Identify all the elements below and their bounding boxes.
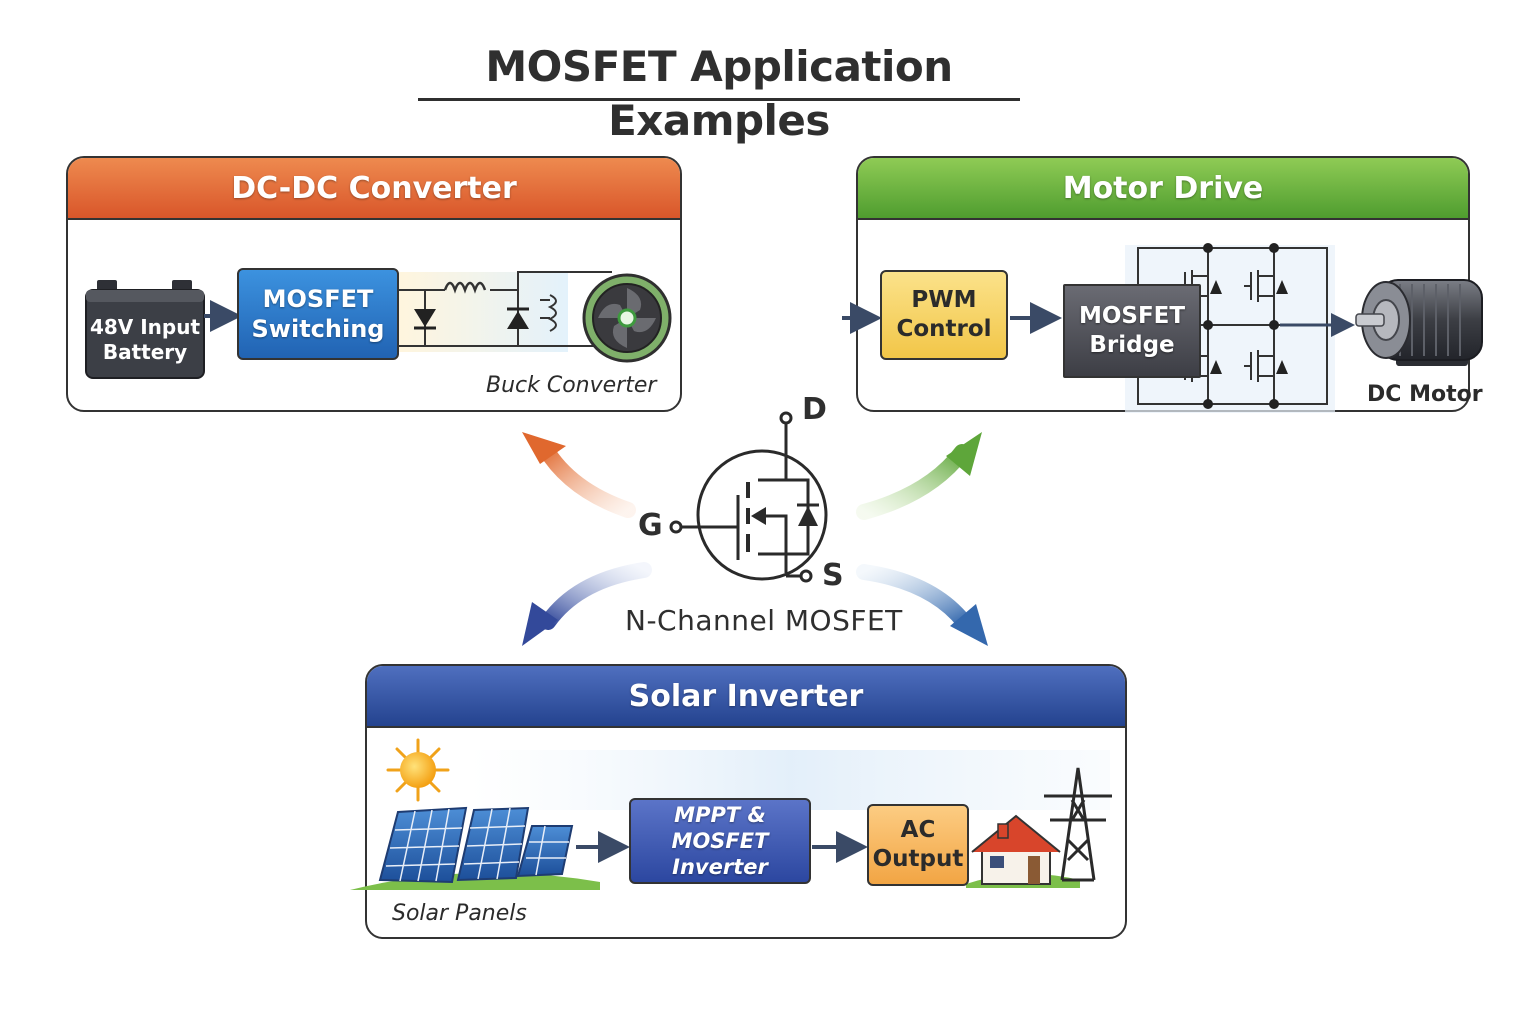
arrow-to-motor-drive xyxy=(856,432,982,520)
sun-icon xyxy=(386,738,450,802)
n-channel-mosfet-symbol xyxy=(669,411,828,583)
house-icon xyxy=(966,814,1080,888)
diagram-title: MOSFET Application Examples xyxy=(418,40,1020,145)
solar-panels-caption: Solar Panels xyxy=(392,901,527,926)
mosfet-type-label: N-Channel MOSFET xyxy=(625,604,903,637)
arrow-to-solar-left xyxy=(522,562,652,646)
mppt-inverter-block: MPPT & MOSFET Inverter xyxy=(629,798,811,884)
pwm-control-block: PWM Control xyxy=(880,270,1008,360)
motor-drive-header: Motor Drive xyxy=(858,158,1468,220)
solar-inverter-header: Solar Inverter xyxy=(367,666,1125,728)
mosfet-switching-block: MOSFET Switching xyxy=(237,268,399,360)
ac-output-block: AC Output xyxy=(867,804,969,886)
dc-dc-panel: DC-DC Converter xyxy=(66,156,682,412)
arrow-to-dc-dc xyxy=(522,432,636,518)
arrow-to-solar-right xyxy=(856,564,988,646)
terminal-gate: G xyxy=(638,508,663,543)
terminal-drain: D xyxy=(802,392,827,427)
dc-motor-icon xyxy=(1355,279,1483,366)
buck-circuit xyxy=(398,271,612,352)
dc-motor-caption: DC Motor xyxy=(1367,382,1483,407)
solar-panels-icon xyxy=(350,806,600,890)
mosfet-bridge-block: MOSFET Bridge xyxy=(1063,284,1201,378)
battery-label: 48V Input Battery xyxy=(89,315,201,364)
buck-converter-caption: Buck Converter xyxy=(486,373,657,398)
cooling-fan-icon xyxy=(582,273,672,363)
terminal-source: S xyxy=(822,558,844,593)
h-bridge-circuit xyxy=(1125,243,1335,413)
power-tower-icon xyxy=(1044,767,1112,882)
dc-dc-header: DC-DC Converter xyxy=(68,158,680,220)
battery-icon xyxy=(85,280,205,379)
